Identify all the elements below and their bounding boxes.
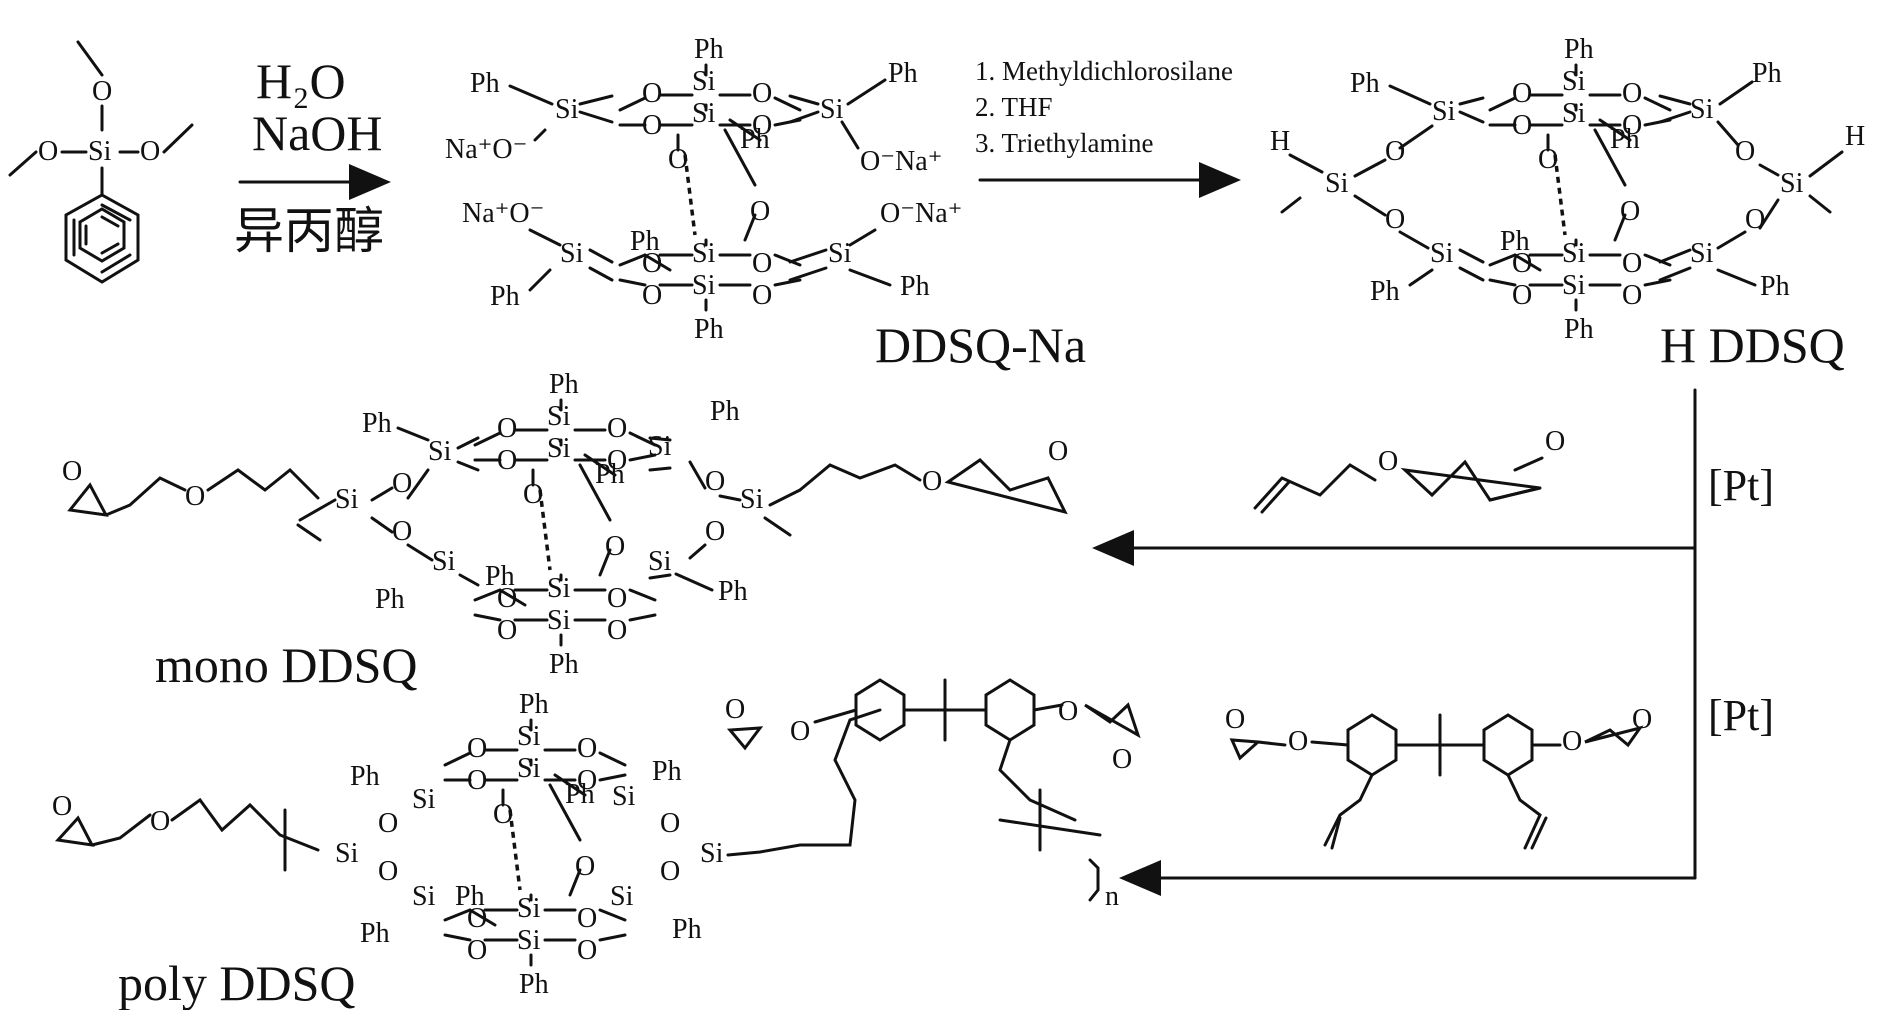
svg-text:Si: Si: [1432, 96, 1456, 127]
svg-text:Si: Si: [335, 484, 359, 515]
svg-text:Ph: Ph: [710, 396, 740, 427]
svg-text:Ph: Ph: [350, 761, 380, 792]
svg-text:O: O: [1562, 726, 1582, 757]
hydrosilylation-route: [Pt] [Pt] O O O O O O: [1092, 388, 1774, 896]
svg-text:Si: Si: [612, 781, 636, 812]
svg-text:O: O: [1385, 204, 1405, 235]
svg-text:O: O: [52, 791, 72, 822]
svg-text:O: O: [1378, 446, 1398, 477]
svg-text:Si: Si: [648, 431, 672, 462]
svg-text:H: H: [1845, 121, 1865, 152]
svg-text:O: O: [1745, 204, 1765, 235]
svg-text:O: O: [660, 856, 680, 887]
svg-text:Ph: Ph: [718, 576, 748, 607]
svg-text:Si: Si: [828, 238, 852, 269]
svg-text:n: n: [1105, 881, 1119, 912]
svg-text:O: O: [1112, 744, 1132, 775]
svg-text:O: O: [790, 716, 810, 747]
svg-text:O: O: [62, 456, 82, 487]
svg-text:Si: Si: [648, 546, 672, 577]
svg-text:Si: Si: [700, 838, 724, 869]
svg-text:Si: Si: [555, 94, 579, 125]
svg-text:mono DDSQ: mono DDSQ: [155, 637, 418, 693]
svg-text:Si: Si: [412, 784, 436, 815]
svg-text:Ph: Ph: [490, 281, 520, 312]
svg-text:Si: Si: [1430, 238, 1454, 269]
svg-text:Si: Si: [432, 546, 456, 577]
svg-text:异丙醇: 异丙醇: [234, 203, 384, 259]
svg-text:O: O: [150, 806, 170, 837]
step2-conditions: 1. Methyldichlorosilane 2. THF 3. Trieth…: [975, 56, 1241, 198]
svg-text:O: O: [1735, 136, 1755, 167]
h-ddsq-structure: Ph Si H Si O O Si Ph Ph Si O Si H O Si P…: [1270, 32, 1865, 373]
svg-text:H DDSQ: H DDSQ: [1660, 317, 1845, 373]
mono-ddsq-structure: Ph Si O Si O Si Ph Ph Si O Si O Si Ph O …: [62, 367, 1068, 693]
svg-text:O: O: [660, 808, 680, 839]
svg-text:O: O: [705, 516, 725, 547]
svg-text:O: O: [392, 468, 412, 499]
svg-text:Si: Si: [560, 238, 584, 269]
svg-text:H₂O: H₂O: [256, 53, 346, 109]
poly-ddsq-structure: Ph Si O Si O Si Ph Ph Si O Si O Si Ph O …: [52, 678, 1141, 1010]
svg-text:Si: Si: [610, 881, 634, 912]
svg-text:NaOH: NaOH: [252, 105, 383, 161]
svg-text:O: O: [378, 808, 398, 839]
svg-text:O: O: [1385, 136, 1405, 167]
svg-text:O: O: [378, 856, 398, 887]
svg-text:O: O: [140, 136, 160, 167]
svg-text:3. Triethylamine: 3. Triethylamine: [975, 128, 1154, 158]
svg-text:O: O: [1545, 426, 1565, 457]
svg-text:Ph: Ph: [652, 756, 682, 787]
svg-text:Si: Si: [412, 881, 436, 912]
svg-text:O: O: [1288, 726, 1308, 757]
phenyltrimethoxysilane: Si O O O: [8, 40, 194, 284]
svg-text:Ph: Ph: [1760, 271, 1790, 302]
svg-text:Si: Si: [428, 436, 452, 467]
svg-text:Na⁺O⁻: Na⁺O⁻: [445, 134, 527, 165]
svg-text:O: O: [38, 136, 58, 167]
svg-text:Ph: Ph: [470, 68, 500, 99]
svg-text:Ph: Ph: [1370, 276, 1400, 307]
svg-text:Si: Si: [1325, 168, 1349, 199]
svg-text:Si: Si: [820, 94, 844, 125]
svg-text:DDSQ-Na: DDSQ-Na: [875, 317, 1086, 373]
svg-text:O: O: [1632, 704, 1652, 735]
svg-text:Si: Si: [1780, 168, 1804, 199]
svg-text:O: O: [92, 76, 112, 107]
svg-text:O: O: [1048, 436, 1068, 467]
svg-text:O: O: [705, 466, 725, 497]
svg-text:Si: Si: [740, 484, 764, 515]
svg-text:Si: Si: [1690, 94, 1714, 125]
svg-text:Na⁺O⁻: Na⁺O⁻: [462, 198, 544, 229]
svg-text:H: H: [1270, 126, 1290, 157]
svg-text:Si: Si: [1690, 238, 1714, 269]
svg-text:Ph: Ph: [1752, 58, 1782, 89]
svg-text:O: O: [1058, 696, 1078, 727]
svg-text:poly DDSQ: poly DDSQ: [118, 955, 356, 1010]
step1-conditions: H₂O NaOH 异丙醇: [234, 53, 391, 259]
svg-text:Si: Si: [88, 136, 112, 167]
svg-text:Ph: Ph: [362, 408, 392, 439]
svg-text:O: O: [922, 466, 942, 497]
svg-text:Si: Si: [335, 838, 359, 869]
diallyl-bisphenol-monomer: O O O O: [1225, 704, 1652, 850]
svg-text:2. THF: 2. THF: [975, 92, 1053, 122]
svg-text:O: O: [392, 516, 412, 547]
svg-text:O: O: [185, 481, 205, 512]
svg-text:[Pt]: [Pt]: [1708, 691, 1774, 740]
svg-text:[Pt]: [Pt]: [1708, 461, 1774, 510]
svg-text:Ph: Ph: [900, 271, 930, 302]
svg-text:Ph: Ph: [672, 914, 702, 945]
svg-text:O: O: [1225, 704, 1245, 735]
ddsq-na-structure: Ph Si Na⁺O⁻ Si Ph O⁻Na⁺ Na⁺O⁻ Si Ph O⁻Na…: [445, 32, 1086, 373]
svg-text:Ph: Ph: [1350, 68, 1380, 99]
svg-text:Ph: Ph: [360, 918, 390, 949]
svg-text:Ph: Ph: [375, 584, 405, 615]
svg-text:1. Methyldichlorosilane: 1. Methyldichlorosilane: [975, 56, 1233, 86]
svg-text:O⁻Na⁺: O⁻Na⁺: [880, 198, 962, 229]
svg-text:O: O: [725, 694, 745, 725]
svg-text:Ph: Ph: [888, 58, 918, 89]
svg-text:O⁻Na⁺: O⁻Na⁺: [860, 146, 942, 177]
